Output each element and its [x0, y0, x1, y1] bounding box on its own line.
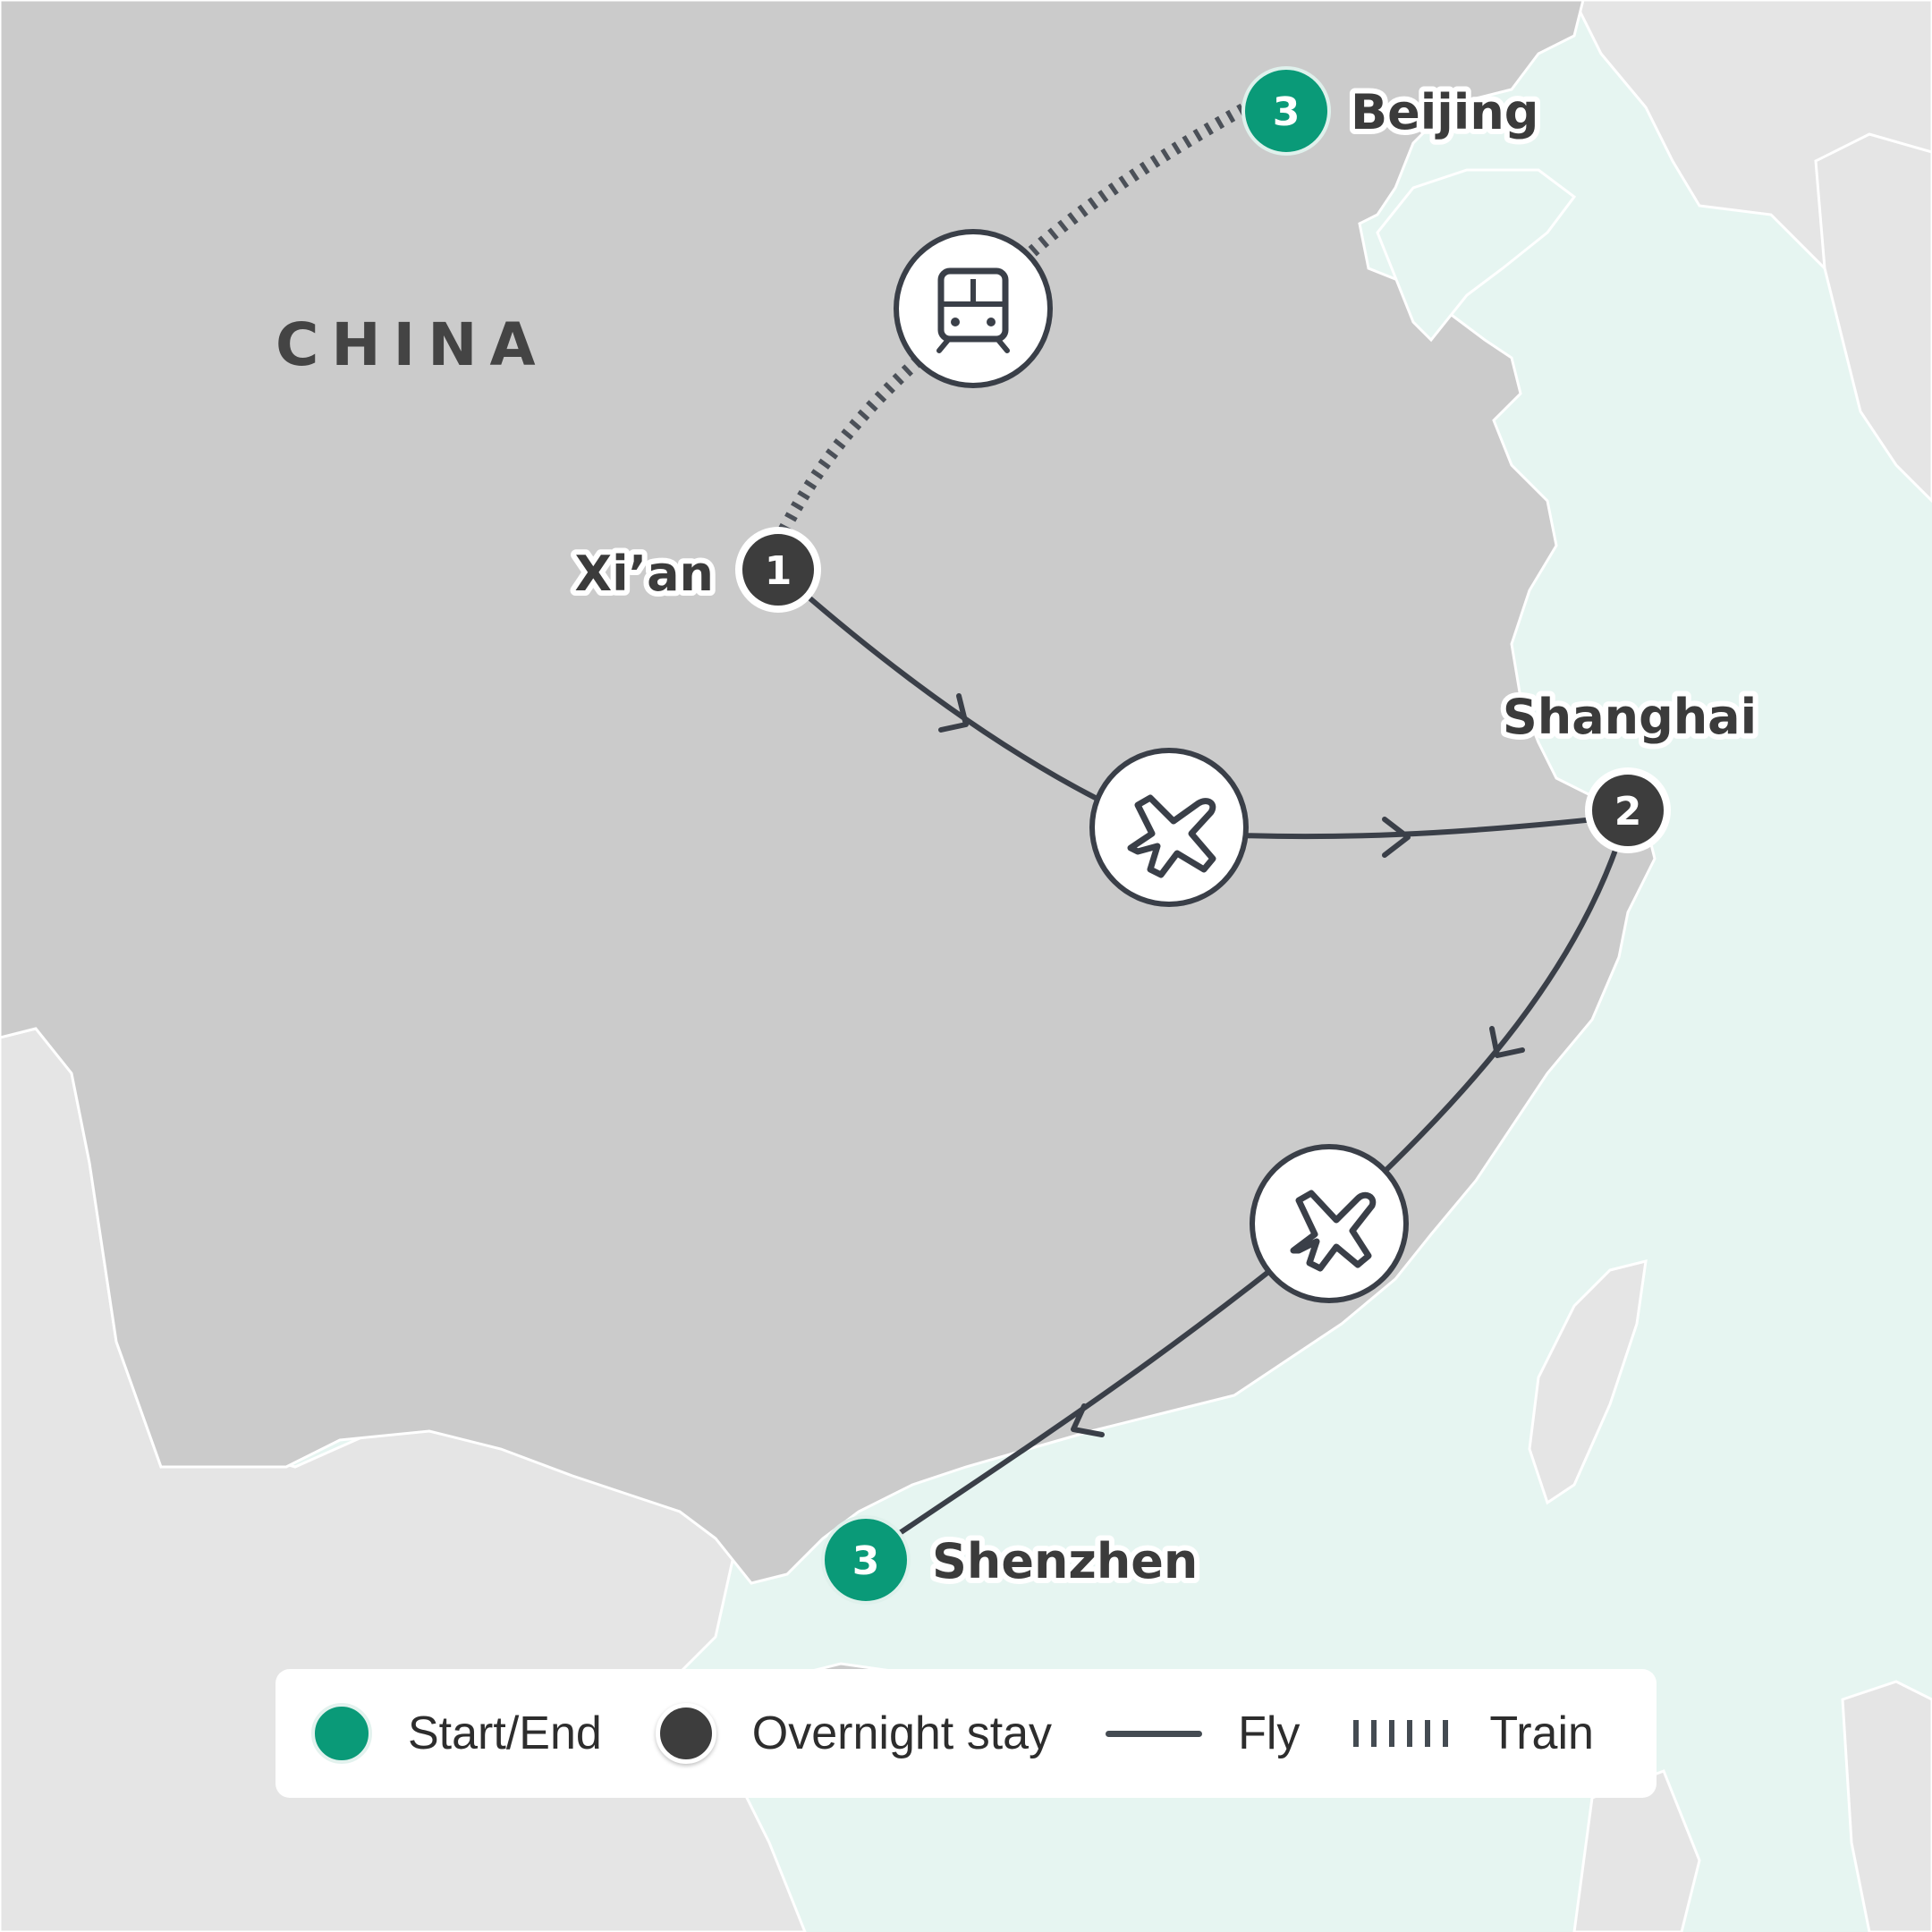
- direction-arrow: [1071, 1403, 1105, 1437]
- marker-beijing[interactable]: 3: [1241, 66, 1331, 156]
- fly-line-icon: [1106, 1730, 1203, 1737]
- direction-arrow: [1489, 1026, 1525, 1058]
- airplane-icon: [1250, 1144, 1409, 1303]
- legend-overnight: Overnight stay: [655, 1703, 1053, 1764]
- direction-arrow: [1382, 817, 1411, 858]
- city-label-shenzhen: Shenzhen: [932, 1533, 1198, 1589]
- city-label-shanghai: Shanghai: [1503, 689, 1757, 745]
- land-philippines: [1841, 1680, 1932, 1932]
- marker-number: 2: [1614, 789, 1642, 835]
- map-legend: Start/End Overnight stay Fly Train: [275, 1669, 1657, 1798]
- marker-number: 1: [765, 548, 792, 594]
- land-china: [0, 0, 1657, 1585]
- legend-train: Train: [1353, 1707, 1594, 1760]
- land-korea: [1814, 132, 1932, 504]
- direction-arrow: [938, 693, 969, 733]
- start-end-dot-icon: [311, 1703, 372, 1764]
- legend-label: Fly: [1238, 1707, 1301, 1759]
- legend-label: Start/End: [408, 1707, 602, 1759]
- marker-number: 3: [1273, 89, 1301, 135]
- country-label: CHINA: [275, 310, 548, 379]
- sea-bohai: [1376, 168, 1577, 343]
- train-line-icon: [1353, 1720, 1454, 1747]
- legend-fly: Fly: [1106, 1707, 1300, 1760]
- train-icon: [894, 229, 1053, 388]
- marker-shenzhen[interactable]: 3: [821, 1515, 911, 1605]
- city-label-xian: Xi’an: [574, 546, 714, 602]
- city-label-beijing: Beijing: [1351, 84, 1538, 140]
- legend-label: Overnight stay: [751, 1707, 1053, 1759]
- airplane-icon: [1089, 748, 1249, 907]
- marker-number: 3: [852, 1538, 880, 1584]
- marker-shanghai[interactable]: 2: [1585, 767, 1671, 853]
- marker-xian[interactable]: 1: [735, 527, 821, 613]
- legend-start-end: Start/End: [311, 1703, 602, 1764]
- overnight-dot-icon: [655, 1703, 716, 1764]
- legend-label: Train: [1489, 1707, 1594, 1759]
- land-taiwan: [1528, 1259, 1648, 1505]
